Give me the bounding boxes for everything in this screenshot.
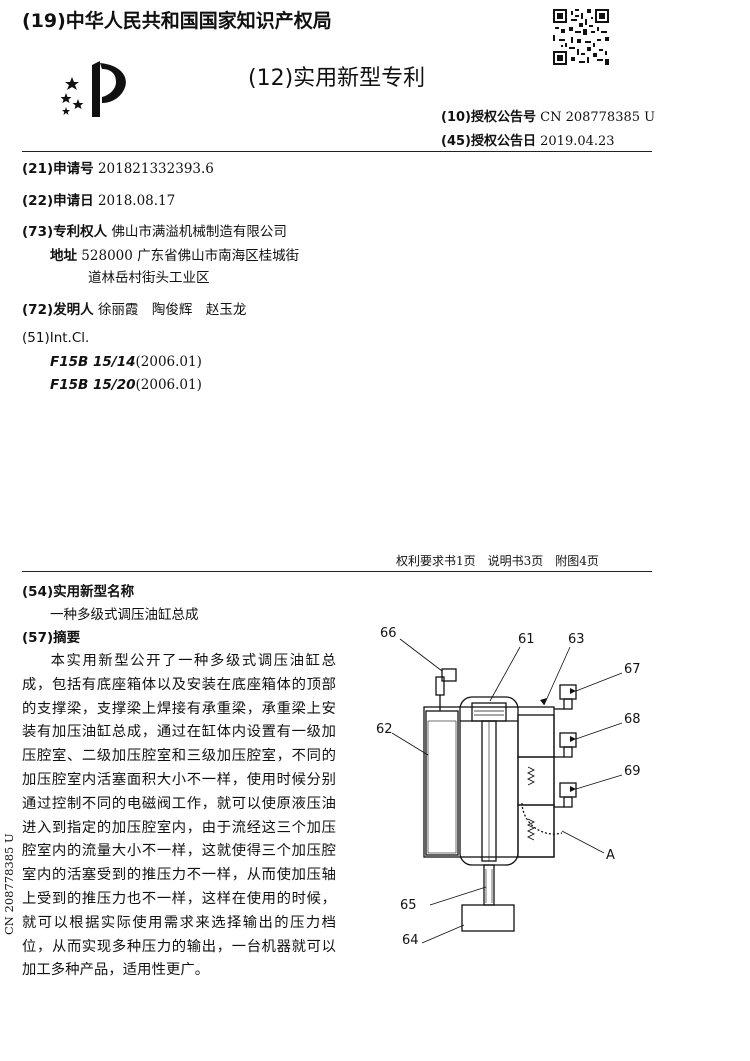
patentee-label: (73)专利权人: [22, 224, 108, 240]
application-date-value: 2018.08.17: [97, 193, 176, 209]
inventors-label: (72)发明人: [22, 302, 94, 318]
application-number-label: (21)申请号: [22, 161, 94, 177]
ipc-entry: F15B 15/20(2006.01): [50, 377, 202, 393]
figure-label-a: A: [606, 848, 615, 863]
figure-label-67: 67: [624, 662, 641, 677]
ipc-entry: F15B 15/14(2006.01): [50, 354, 202, 370]
figure-label-64: 64: [402, 933, 419, 945]
publication-number: (10)授权公告号 CN 208778385 U: [441, 106, 655, 125]
title-label: (54)实用新型名称: [22, 580, 134, 600]
header-divider: [22, 151, 652, 152]
figure-label-65: 65: [400, 898, 417, 913]
figure-label-63: 63: [568, 632, 585, 647]
section-divider: [22, 571, 652, 572]
ipc-version: (2006.01): [135, 377, 202, 393]
publication-date: (45)授权公告日 2019.04.23: [441, 130, 615, 149]
address: 地址 528000 广东省佛山市南海区桂城街: [50, 244, 299, 264]
ipc-label: (51)Int.Cl.: [22, 330, 90, 346]
patent-office-logo: [60, 61, 126, 117]
address-line-1: 528000 广东省佛山市南海区桂城街: [81, 248, 300, 264]
side-publication-number: CN 208778385 U: [2, 833, 16, 935]
title-label-text: (54)实用新型名称: [22, 584, 135, 600]
publication-number-value: CN 208778385 U: [540, 110, 656, 125]
address-line-2: 道林岳村街头工业区: [88, 270, 210, 286]
figure-label-61: 61: [518, 632, 535, 647]
ipc-code: F15B 15/20: [50, 377, 136, 393]
inventors-value: 徐丽霞 陶俊辉 赵玉龙: [97, 302, 247, 318]
patentee: (73)专利权人 佛山市满溢机械制造有限公司: [22, 220, 287, 240]
application-date: (22)申请日 2018.08.17: [22, 189, 175, 209]
application-number: (21)申请号 201821332393.6: [22, 157, 214, 177]
address-label: 地址: [50, 248, 77, 264]
inventors: (72)发明人 徐丽霞 陶俊辉 赵玉龙: [22, 298, 246, 318]
publication-date-value: 2019.04.23: [540, 134, 615, 149]
document-type: (12)实用新型专利: [248, 66, 426, 91]
patentee-value: 佛山市满溢机械制造有限公司: [111, 224, 287, 240]
pages-info: 权利要求书1页 说明书3页 附图4页: [396, 554, 599, 568]
publication-number-label: (10)授权公告号: [441, 110, 536, 125]
ipc-version: (2006.01): [135, 354, 202, 370]
publication-date-label: (45)授权公告日: [441, 134, 536, 149]
figure-label-62: 62: [376, 722, 393, 737]
abstract-label: (57)摘要: [22, 626, 80, 646]
abstract-label-text: (57)摘要: [22, 630, 81, 646]
figure-label-69: 69: [624, 764, 641, 779]
abstract-text: 本实用新型公开了一种多级式调压油缸总成，包括有底座箱体以及安装在底座箱体的顶部的…: [22, 653, 336, 979]
figure-label-68: 68: [624, 712, 641, 727]
application-date-label: (22)申请日: [22, 193, 94, 209]
office-name: (19)中华人民共和国国家知识产权局: [22, 10, 332, 32]
ipc-code: F15B 15/14: [50, 354, 136, 370]
application-number-value: 201821332393.6: [97, 161, 214, 177]
figure-label-66: 66: [380, 626, 397, 641]
abstract-figure: 66 61 63 67 62 68 69 A 65 64: [376, 626, 641, 945]
utility-model-title: 一种多级式调压油缸总成: [50, 607, 199, 623]
qr-code-icon: [553, 9, 609, 65]
